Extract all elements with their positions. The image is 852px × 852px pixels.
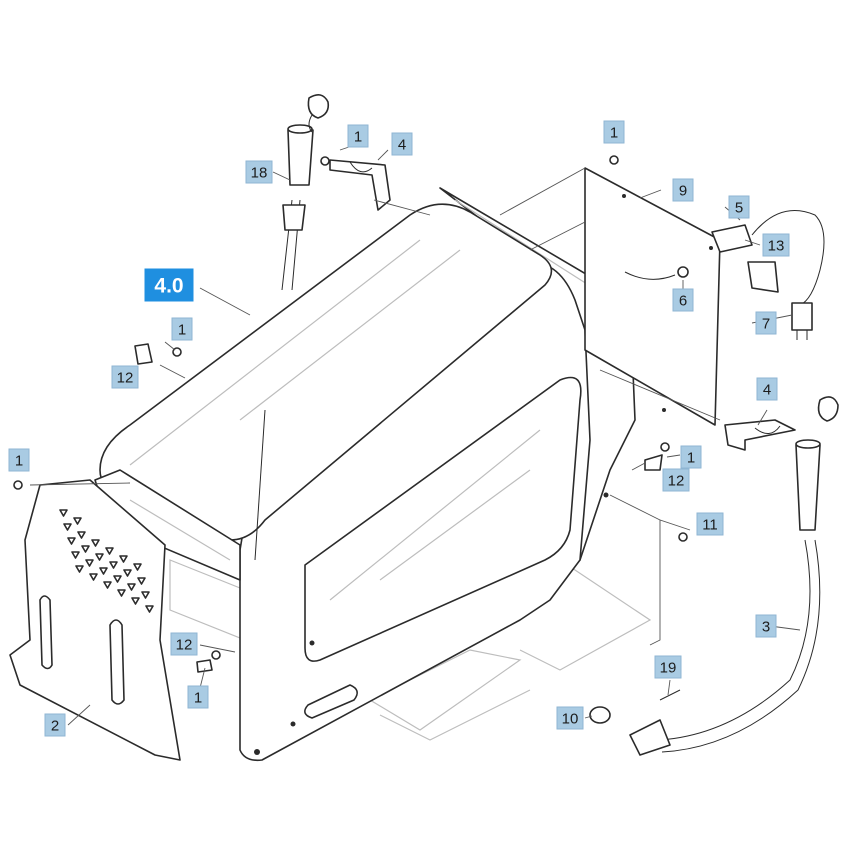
vent-hole bbox=[109, 561, 118, 569]
vent-hole bbox=[145, 605, 154, 613]
callout-11: 11 bbox=[696, 512, 724, 536]
callout-12: 12 bbox=[170, 632, 198, 656]
callout-text: 18 bbox=[251, 165, 268, 182]
callout-9: 9 bbox=[672, 178, 694, 202]
callout-main-assembly: 4.0 bbox=[144, 268, 194, 302]
callout-text: 5 bbox=[735, 200, 743, 217]
callout-main-assembly-text: 4.0 bbox=[154, 275, 183, 298]
callout-text: 1 bbox=[610, 125, 618, 142]
grille-vents bbox=[59, 509, 154, 613]
vent-hole bbox=[67, 537, 76, 545]
callout-7: 7 bbox=[755, 311, 777, 335]
vent-hole bbox=[71, 551, 80, 559]
vent-hole bbox=[81, 545, 90, 553]
hose-left bbox=[281, 94, 330, 291]
callout-text: 12 bbox=[668, 473, 685, 490]
bracket-top bbox=[329, 159, 391, 211]
back-plate bbox=[584, 167, 721, 426]
callout-text: 11 bbox=[702, 517, 718, 534]
vent-hole bbox=[117, 589, 126, 597]
vent-hole bbox=[119, 555, 128, 563]
fasteners bbox=[13, 155, 688, 673]
callout-18: 18 bbox=[245, 160, 273, 184]
callout-4: 4 bbox=[756, 377, 778, 401]
vent-hole bbox=[137, 577, 146, 585]
callout-12: 12 bbox=[662, 468, 690, 492]
callout-text: 12 bbox=[117, 370, 134, 387]
callout-1: 1 bbox=[347, 124, 369, 148]
vent-hole bbox=[141, 591, 150, 599]
vent-hole bbox=[89, 573, 98, 581]
leader-lines bbox=[29, 144, 801, 726]
vent-hole bbox=[99, 567, 108, 575]
vent-hole bbox=[63, 523, 72, 531]
callout-4: 4 bbox=[391, 132, 413, 156]
callout-text: 1 bbox=[15, 453, 23, 470]
callout-text: 9 bbox=[679, 183, 687, 200]
callout-text: 13 bbox=[768, 238, 785, 255]
callout-text: 6 bbox=[679, 293, 687, 310]
main-hood-assembly bbox=[94, 203, 591, 762]
callout-text: 4 bbox=[763, 382, 771, 399]
vent-hole bbox=[75, 565, 84, 573]
callout-text: 1 bbox=[194, 690, 202, 707]
callout-1: 1 bbox=[680, 445, 702, 469]
vent-hole bbox=[131, 597, 140, 605]
vent-hole bbox=[91, 539, 100, 547]
callout-5: 5 bbox=[728, 195, 750, 219]
callout-text: 19 bbox=[660, 660, 677, 677]
vent-hole bbox=[95, 553, 104, 561]
callout-text: 2 bbox=[51, 718, 59, 735]
vent-hole bbox=[123, 569, 132, 577]
vent-hole bbox=[133, 563, 142, 571]
callout-2: 2 bbox=[44, 713, 66, 737]
callout-text: 12 bbox=[176, 637, 193, 654]
callout-text: 4 bbox=[398, 137, 406, 154]
front-grille-panel bbox=[9, 479, 181, 761]
power-cable bbox=[624, 210, 825, 340]
callout-1: 1 bbox=[171, 317, 193, 341]
vent-hole bbox=[113, 575, 122, 583]
callout-12: 12 bbox=[111, 365, 139, 389]
callout-1: 1 bbox=[603, 120, 625, 144]
callout-10: 10 bbox=[556, 706, 584, 730]
vent-hole bbox=[59, 509, 68, 517]
vent-hole bbox=[105, 547, 114, 555]
vent-hole bbox=[127, 583, 136, 591]
callout-13: 13 bbox=[762, 233, 790, 257]
callout-1: 1 bbox=[8, 448, 30, 472]
vent-hole bbox=[103, 581, 112, 589]
callout-1: 1 bbox=[187, 685, 209, 709]
callout-text: 10 bbox=[562, 711, 579, 728]
vent-hole bbox=[85, 559, 94, 567]
vent-hole bbox=[77, 531, 86, 539]
vent-hole bbox=[73, 517, 82, 525]
callout-3: 3 bbox=[755, 614, 777, 638]
callout-19: 19 bbox=[654, 655, 682, 679]
callout-text: 7 bbox=[762, 316, 770, 333]
bracket-right bbox=[724, 419, 796, 451]
callout-6: 6 bbox=[672, 288, 694, 312]
callout-text: 1 bbox=[687, 450, 695, 467]
hose-right bbox=[589, 396, 839, 756]
callout-text: 3 bbox=[762, 619, 770, 636]
callout-text: 1 bbox=[178, 322, 186, 339]
callout-text: 1 bbox=[354, 129, 362, 146]
